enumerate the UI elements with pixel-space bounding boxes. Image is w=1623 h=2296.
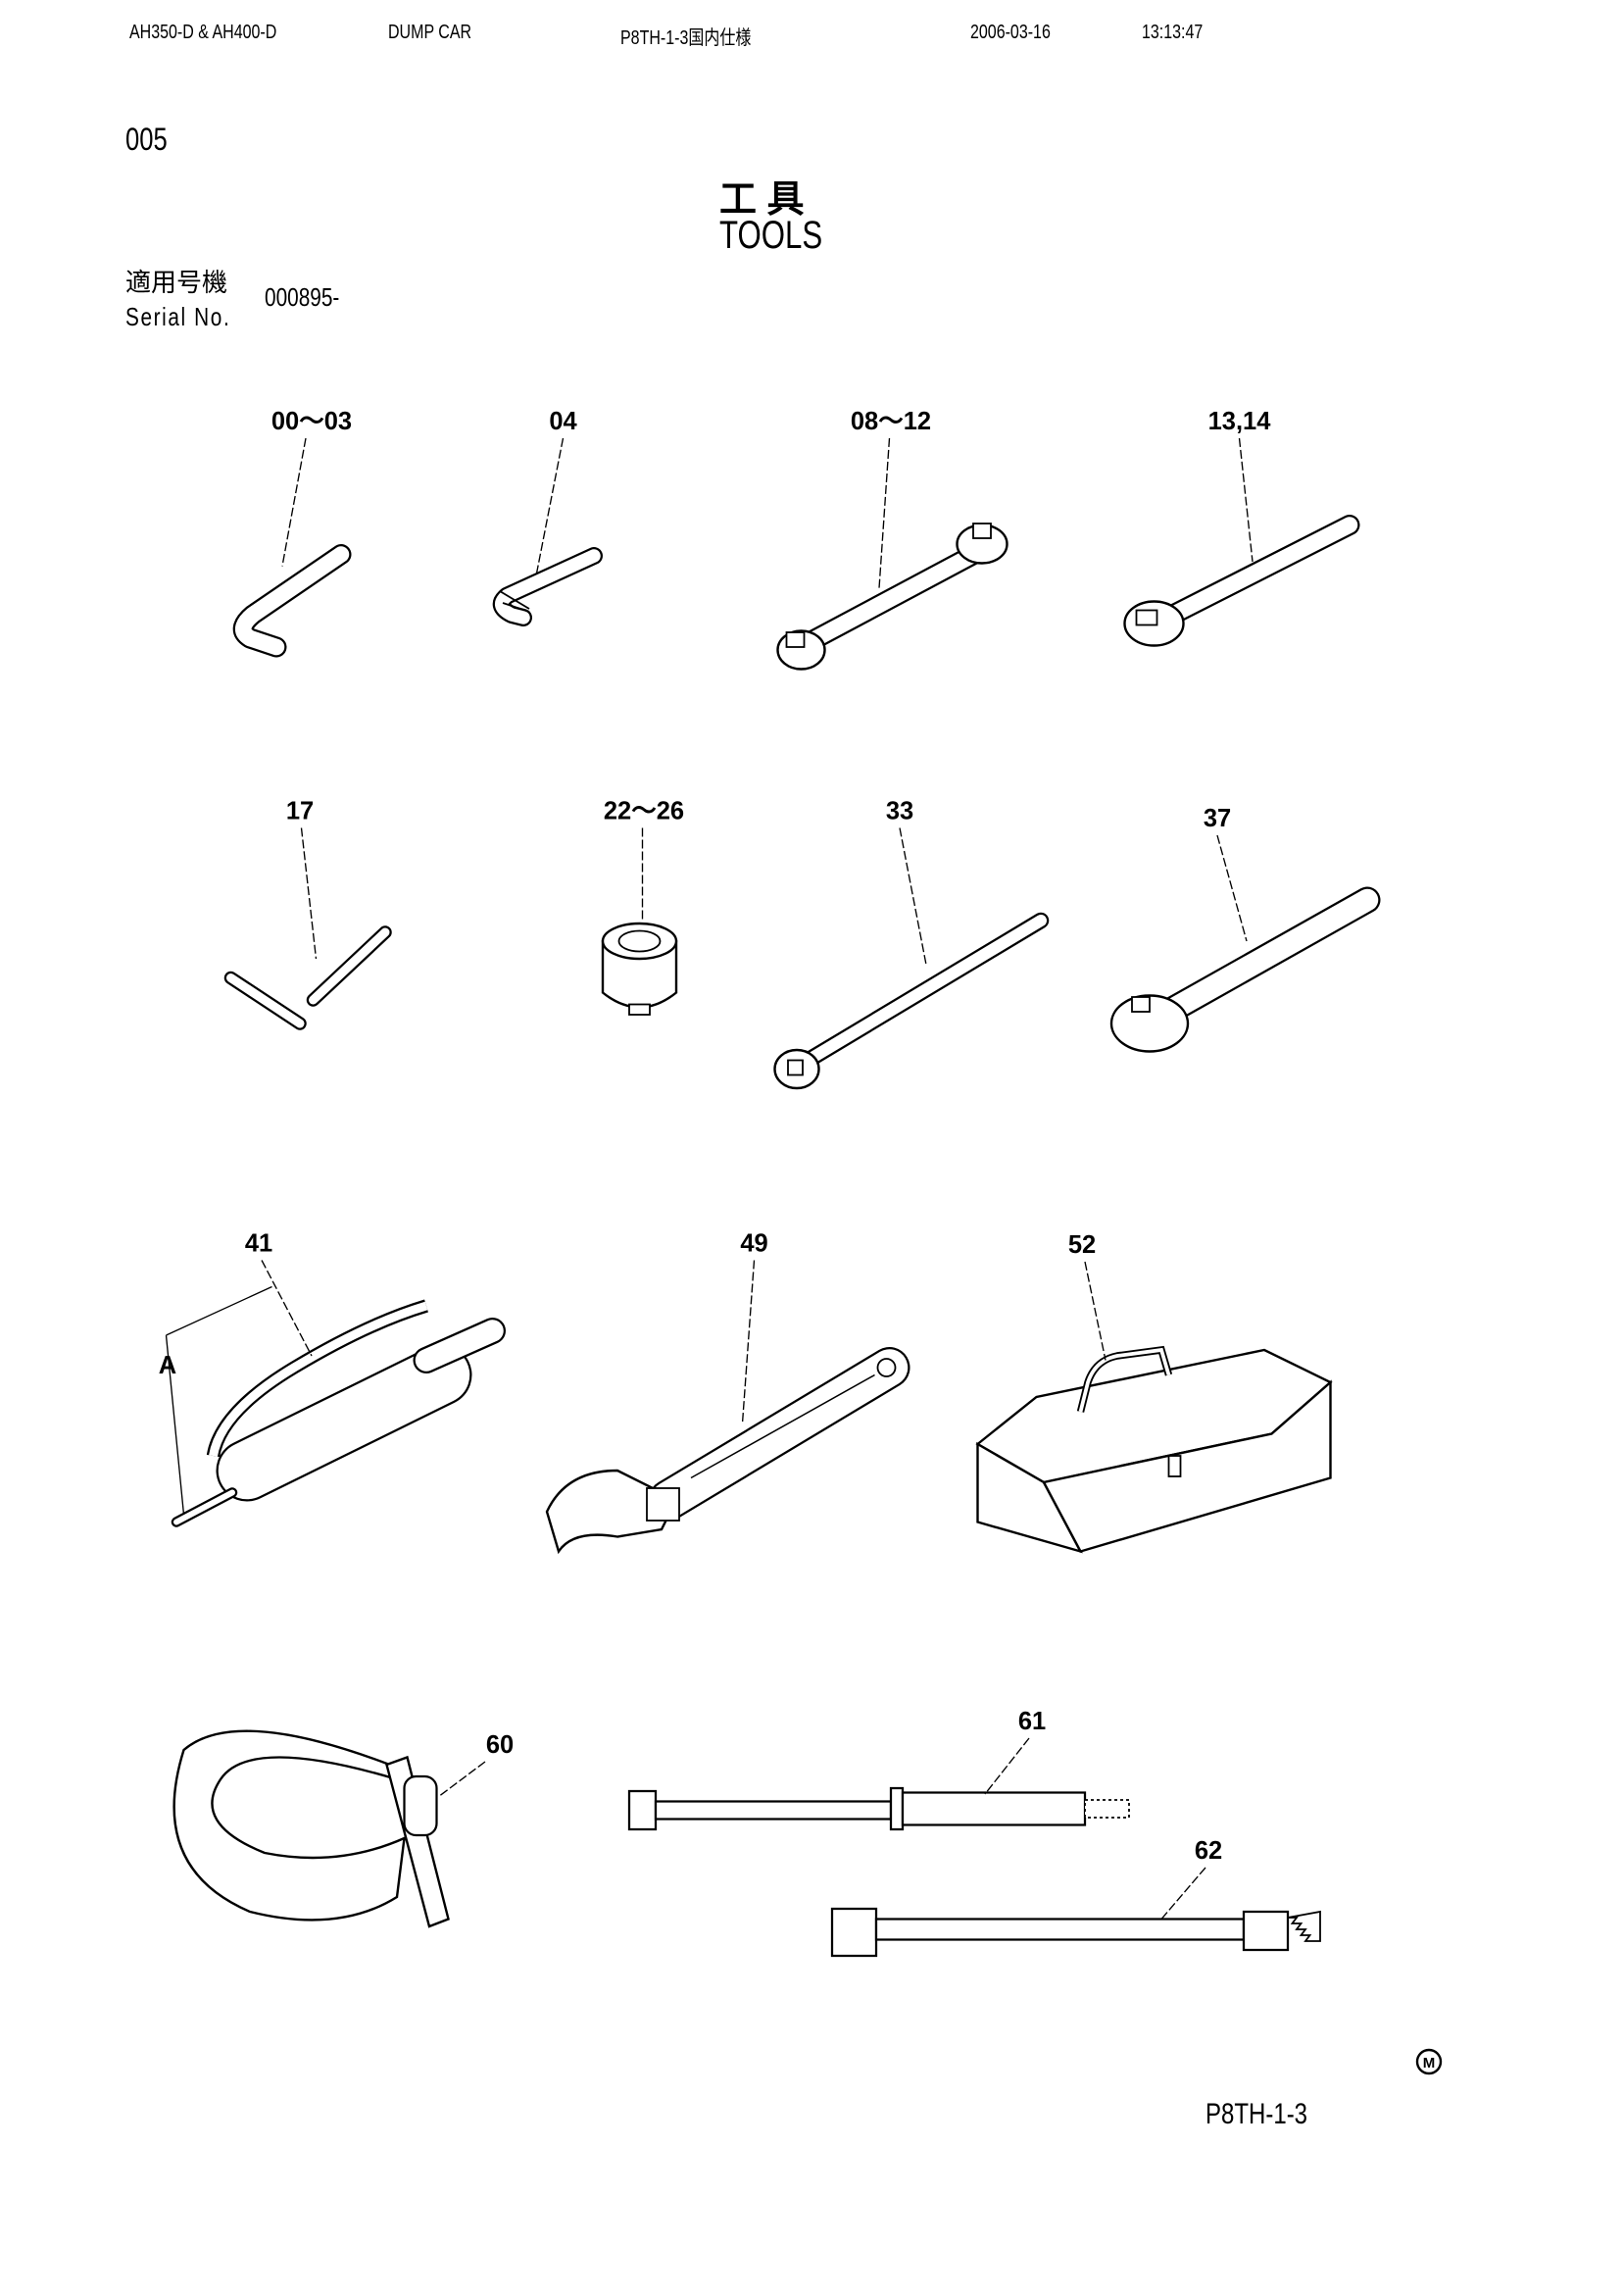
ring-wrench-drawing: 13,14 xyxy=(1123,408,1360,647)
bar-62-drawing: 62 xyxy=(830,1837,1321,1958)
serial-label-jp: 適用号機 xyxy=(125,268,228,297)
header-date: 2006-03-16 xyxy=(970,22,1051,43)
page-number: 005 xyxy=(125,122,168,157)
serial-label-en: Serial No. xyxy=(125,302,231,331)
hex-key-large-drawing: 00～03 xyxy=(232,408,352,658)
callout-hex-key-large: 00～03 xyxy=(271,408,352,435)
callout-tool-box: 52 xyxy=(1068,1231,1096,1259)
callout-grease-gun: 41 xyxy=(245,1230,272,1258)
header-doc-code: P8TH-1-3国内仕様 xyxy=(620,27,752,49)
callout-grease-gun-detail-a: A xyxy=(159,1352,176,1379)
footer-code: P8TH-1-3 xyxy=(1205,2098,1308,2130)
hex-key-set-drawing: 04 xyxy=(492,408,603,626)
callout-hex-key-set: 04 xyxy=(549,408,577,435)
callout-socket: 22～26 xyxy=(604,798,684,825)
callout-ring-wrench: 13,14 xyxy=(1208,408,1272,435)
t-wrench-drawing: 17 xyxy=(223,798,392,1030)
header-model: AH350-D & AH400-D xyxy=(129,22,277,43)
adjustable-wrench-drawing: 49 xyxy=(545,1230,910,1555)
header-time: 13:13:47 xyxy=(1142,22,1204,43)
socket-drawing: 22～26 xyxy=(601,798,684,1016)
header-machine: DUMP CAR xyxy=(388,22,472,43)
open-end-wrench-drawing: 08～12 xyxy=(776,408,1008,671)
filter-wrench-drawing: 60 xyxy=(172,1729,514,1928)
callout-filter-wrench: 60 xyxy=(486,1731,514,1759)
callout-extension-bar: 33 xyxy=(886,798,913,825)
callout-t-wrench: 17 xyxy=(286,798,314,825)
bar-61-drawing: 61 xyxy=(627,1708,1130,1831)
callout-adjustable-wrench: 49 xyxy=(740,1230,767,1258)
callout-open-wrench: 08～12 xyxy=(851,408,931,435)
title-jp: 工 具 xyxy=(719,179,805,221)
m-mark-letter: M xyxy=(1423,2055,1436,2071)
ratchet-handle-drawing: 37 xyxy=(1109,805,1381,1053)
m-mark-icon: M xyxy=(1415,2048,1443,2075)
tool-box-drawing: 52 xyxy=(975,1231,1333,1554)
extension-bar-drawing: 33 xyxy=(773,798,1050,1090)
callout-bar-61: 61 xyxy=(1018,1708,1046,1735)
serial-value: 000895- xyxy=(265,282,340,312)
callout-ratchet: 37 xyxy=(1204,805,1231,832)
callout-bar-62: 62 xyxy=(1195,1837,1222,1865)
grease-gun-drawing: 41 A xyxy=(159,1230,506,1527)
title-en: TOOLS xyxy=(719,214,823,257)
